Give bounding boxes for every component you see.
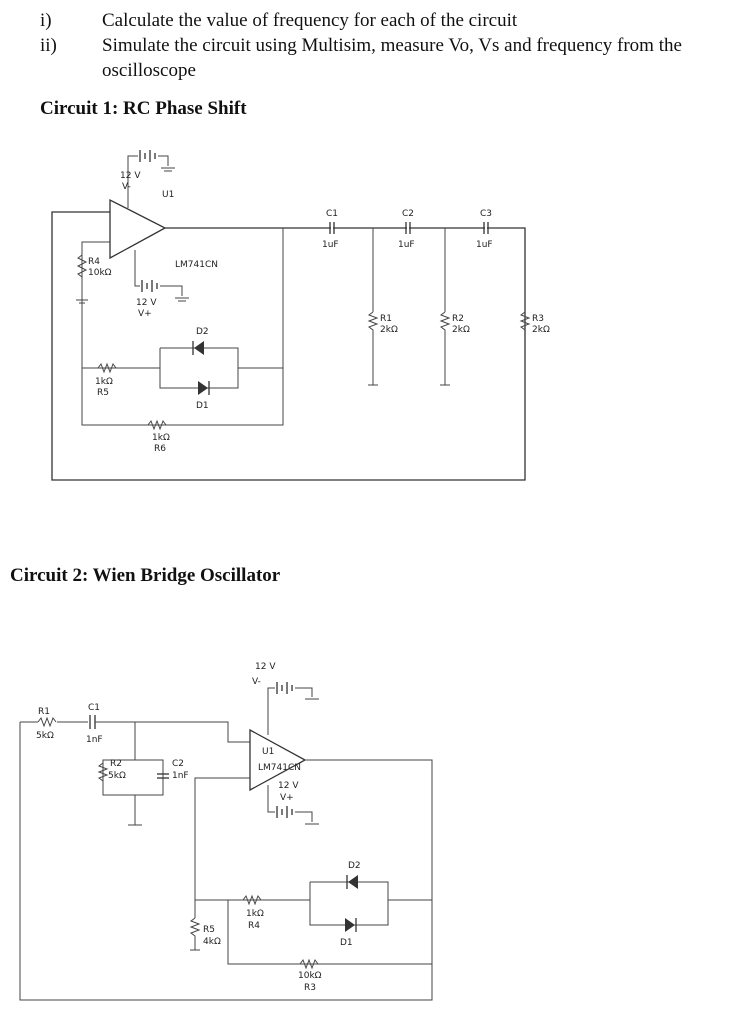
c1-supply-bottom-label: 12 V — [136, 298, 157, 308]
c2-r5-value: 4kΩ — [203, 937, 221, 947]
c2-supply-top-label: 12 V — [255, 662, 276, 672]
c1-r5-value: 1kΩ — [95, 377, 113, 387]
c2-c2-value: 1nF — [172, 771, 189, 781]
c1-d1-label: D1 — [196, 401, 209, 411]
c1-cap2-value: 1uF — [398, 240, 415, 250]
task-1-text: Calculate the value of frequency for eac… — [102, 10, 518, 31]
circuit2-heading: Circuit 2: Wien Bridge Oscillator — [10, 565, 281, 586]
c1-supply-top-label: 12 V — [120, 171, 141, 181]
c1-capacitors — [329, 222, 489, 234]
c1-r6-label: R6 — [154, 444, 166, 454]
c2-r4-value: 1kΩ — [246, 909, 264, 919]
c2-r1-value: 5kΩ — [36, 731, 54, 741]
c1-r2-label: R2 — [452, 314, 464, 324]
c1-cap1-label: C1 — [326, 209, 338, 219]
c1-opamp-ref: U1 — [162, 190, 174, 200]
opamp-symbol — [109, 198, 167, 260]
c1-r1-value: 2kΩ — [380, 325, 398, 335]
c2-c2-label: C2 — [172, 759, 184, 769]
c1-r6-value: 1kΩ — [152, 433, 170, 443]
circuit1-heading: Circuit 1: RC Phase Shift — [40, 98, 247, 119]
c2-r3-value: 10kΩ — [298, 971, 322, 981]
c1-cap3-value: 1uF — [476, 240, 493, 250]
c2-supply-bottom-sub: V+ — [280, 793, 294, 803]
c2-r4-label: R4 — [248, 921, 260, 931]
c2-opamp-ref: U1 — [262, 747, 274, 757]
c2-r1-label: R1 — [38, 707, 50, 717]
c1-cap1-value: 1uF — [322, 240, 339, 250]
c1-r5-label: R5 — [97, 388, 109, 398]
c2-supply-top-sub: V- — [252, 677, 261, 687]
task-2-text: Simulate the circuit using Multisim, mea… — [102, 35, 682, 56]
c2-r5-label: R5 — [203, 925, 215, 935]
c2-c1-value: 1nF — [86, 735, 103, 745]
c1-supply-bottom-sub: V+ — [138, 309, 152, 319]
c1-cap3-label: C3 — [480, 209, 492, 219]
c2-opamp-part: LM741CN — [258, 763, 301, 773]
task-2-number: ii) — [40, 35, 57, 56]
c2-r2-value: 5kΩ — [108, 771, 126, 781]
c1-opamp-part: LM741CN — [175, 260, 218, 270]
c2-opamp-symbol — [249, 728, 307, 792]
c1-r2-value: 2kΩ — [452, 325, 470, 335]
c2-supply-bottom-label: 12 V — [278, 781, 299, 791]
c2-d2-label: D2 — [348, 861, 361, 871]
c2-c1-label: C1 — [88, 703, 100, 713]
circuit1-schematic: 12 V V- U1 R4 10kΩ LM741CN 12 V V+ C1 1u… — [51, 150, 550, 481]
c1-r1-label: R1 — [380, 314, 392, 324]
c2-r2-label: R2 — [110, 759, 122, 769]
c2-d1-label: D1 — [340, 938, 353, 948]
task-2-continuation: oscilloscope — [102, 60, 196, 81]
c1-d2-label: D2 — [196, 327, 209, 337]
c1-rf-label: R4 — [88, 257, 100, 267]
c2-r3-label: R3 — [304, 983, 316, 993]
c1-r3-label: R3 — [532, 314, 544, 324]
c1-supply-top-sub: V- — [122, 182, 131, 192]
c1-rf-value: 10kΩ — [88, 268, 112, 278]
c1-r3-value: 2kΩ — [532, 325, 550, 335]
task-1-number: i) — [40, 10, 52, 31]
c1-cap2-label: C2 — [402, 209, 414, 219]
circuit2-schematic: R1 5kΩ C1 1nF R2 5kΩ C2 1nF U1 LM741CN 1… — [19, 662, 433, 1001]
